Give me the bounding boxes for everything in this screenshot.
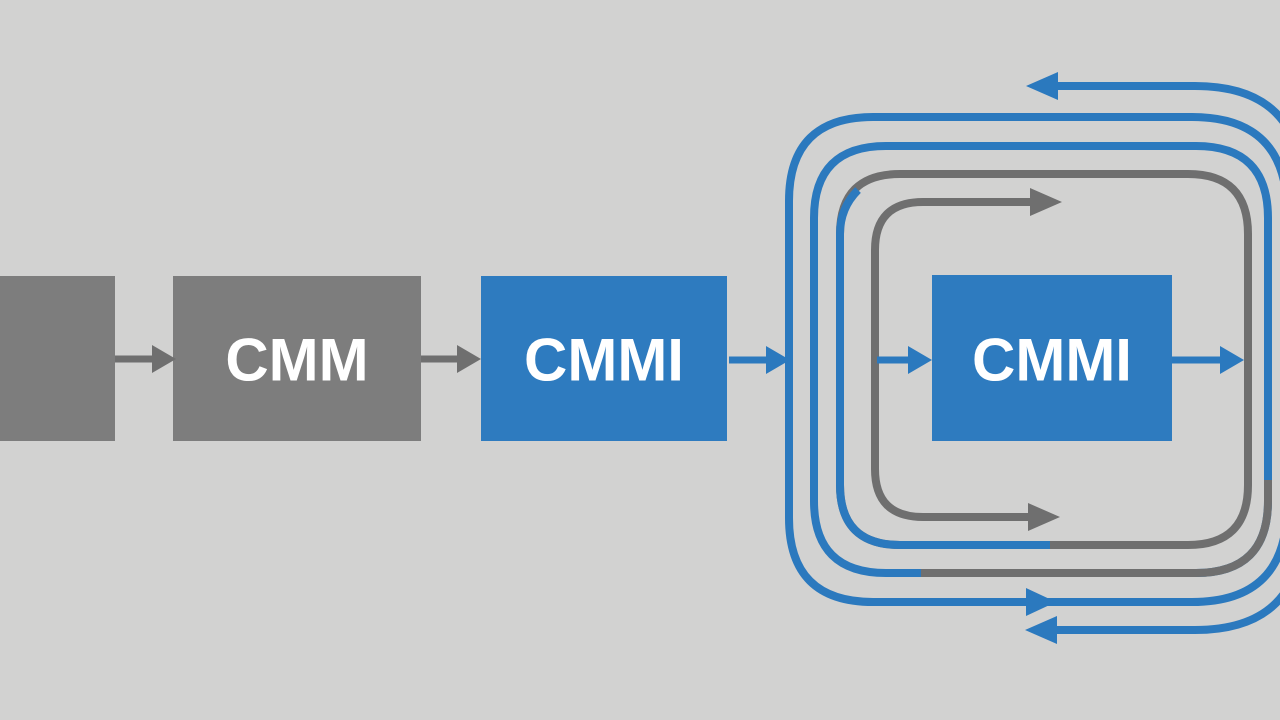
arrowhead-left-bottom-icon	[1025, 616, 1057, 644]
loop-ring-inner	[871, 188, 1062, 531]
arrowhead-right-icon	[152, 345, 176, 373]
arrowhead-right-icon	[908, 346, 932, 374]
arrowhead-right-bottom-inner-icon	[1028, 503, 1060, 531]
loop-ring-2-blue-segment	[836, 187, 1050, 549]
cmmi-loop-box	[932, 275, 1172, 441]
start-box-node	[0, 276, 115, 441]
cmmi-mid-box-label: CMMI	[524, 327, 684, 394]
arrowhead-right-icon	[1220, 346, 1244, 374]
loop-ring-outer-return	[1025, 72, 1280, 644]
arrow-cmmi-loop-exit	[1172, 346, 1244, 374]
arrowhead-right-icon	[457, 345, 481, 373]
arrowhead-left-top-icon	[1026, 72, 1058, 100]
cmm-node: CMM	[173, 276, 421, 441]
cmm-box-label: CMM	[225, 327, 368, 394]
arrow-cmm-to-cmmi	[421, 345, 481, 373]
arrowhead-right-icon	[766, 346, 790, 374]
cmmi-loop-node: CMMI	[932, 275, 1172, 441]
loop-ring-3-gray-segment	[921, 480, 1272, 577]
cmmi-mid-node: CMMI	[481, 276, 727, 441]
cmmi-loop-box-label: CMMI	[972, 327, 1132, 394]
loop-ring-3	[810, 142, 1272, 577]
loop-ring-2	[836, 170, 1252, 549]
arrow-cmmi-to-loop	[729, 346, 790, 374]
cmmi-mid-box	[481, 276, 727, 441]
loop-ring-inner-path	[871, 198, 1031, 521]
loop-ring-4-path	[785, 113, 1280, 606]
arrowhead-right-bottom-icon	[1026, 588, 1056, 616]
loop-ring-4	[785, 113, 1280, 616]
start-box	[0, 276, 115, 441]
cmm-box	[173, 276, 421, 441]
loop-ring-outer-path	[1051, 82, 1280, 634]
arrow-start-to-cmm	[115, 345, 176, 373]
arrowhead-right-top-inner-icon	[1030, 188, 1062, 216]
arrow-loop-entry-to-cmmi	[877, 346, 932, 374]
